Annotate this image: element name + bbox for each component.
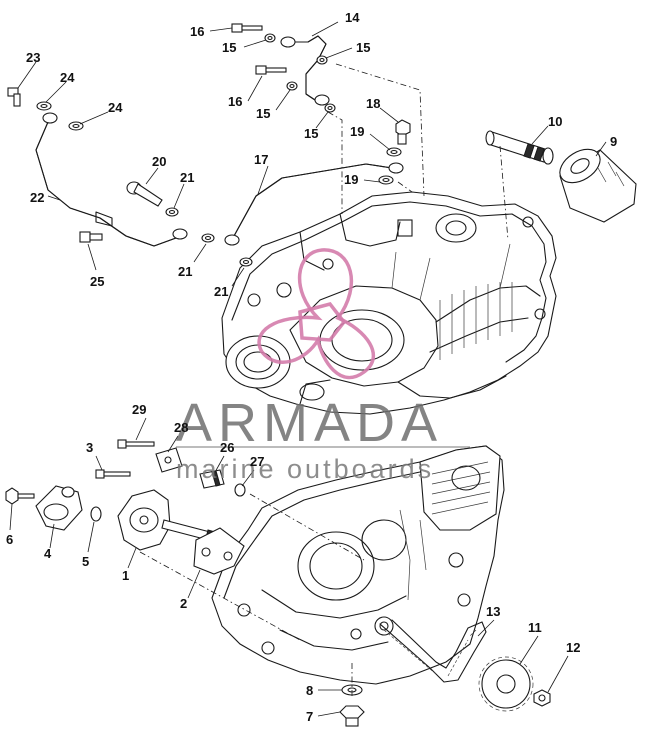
callout-21: 21 — [214, 284, 228, 299]
callout-2: 2 — [180, 596, 187, 611]
alignment-lines — [139, 63, 509, 696]
bolt-6 — [5, 487, 35, 505]
callout-24: 24 — [60, 70, 75, 85]
callout-22: 22 — [30, 190, 44, 205]
callout-17: 17 — [254, 152, 268, 167]
lower-crankcase — [211, 445, 505, 685]
callout-28: 28 — [174, 420, 188, 435]
o-ring-5 — [90, 506, 102, 522]
strainer-4 — [35, 485, 83, 531]
callout-1: 1 — [122, 568, 129, 583]
bolt-20 — [126, 181, 163, 207]
callout-21: 21 — [180, 170, 194, 185]
plug-26 — [199, 469, 225, 489]
callout-7: 7 — [306, 709, 313, 724]
callout-18: 18 — [366, 96, 380, 111]
callout-5: 5 — [82, 554, 89, 569]
watermark-logo-icon — [257, 248, 376, 380]
callout-10: 10 — [548, 114, 562, 129]
bolt-23 — [7, 87, 21, 107]
oil-filter-9 — [559, 148, 637, 223]
drive-sprocket — [478, 656, 534, 712]
callout-8: 8 — [306, 683, 313, 698]
callout-3: 3 — [86, 440, 93, 455]
callout-23: 23 — [26, 50, 40, 65]
callout-4: 4 — [44, 546, 52, 561]
drain-plug-7 — [339, 705, 365, 727]
oil-pipe-17 — [224, 162, 404, 246]
gasket-2 — [193, 527, 245, 575]
callout-6: 6 — [6, 532, 13, 547]
bolt-29 — [117, 439, 155, 449]
callout-11: 11 — [528, 620, 542, 635]
washers-24 — [36, 101, 84, 131]
callout-27: 27 — [250, 454, 264, 469]
watermark-brand: ARMADA — [176, 393, 443, 453]
bolt-3 — [95, 469, 131, 479]
bolt-18 — [395, 119, 411, 145]
cam-chain — [379, 619, 487, 683]
leader-lines — [9, 21, 607, 717]
callout-20: 20 — [152, 154, 166, 169]
oil-pipe-22 — [35, 112, 188, 247]
callout-15: 15 — [304, 126, 318, 141]
callout-14: 14 — [345, 10, 360, 25]
watermark-tagline: marine outboards — [176, 454, 434, 484]
callout-25: 25 — [90, 274, 104, 289]
callout-16: 16 — [228, 94, 242, 109]
callout-13: 13 — [486, 604, 500, 619]
washers-15 — [264, 33, 336, 113]
callout-29: 29 — [132, 402, 146, 417]
callout-19: 19 — [344, 172, 358, 187]
watermark: ARMADA marine outboards — [176, 248, 470, 484]
oil-fitting-10 — [485, 130, 554, 165]
washers-19 — [378, 147, 402, 185]
bolts-16 — [231, 23, 287, 75]
upper-crankcase — [221, 191, 557, 415]
washers-21 — [165, 207, 253, 267]
nut-12 — [533, 689, 551, 707]
callout-15: 15 — [356, 40, 370, 55]
bracket-28 — [155, 447, 183, 473]
callout-15: 15 — [222, 40, 236, 55]
callout-labels: 16 15 14 15 16 15 15 18 19 19 10 9 17 20… — [6, 10, 617, 724]
oil-pipe-14 — [280, 35, 330, 106]
callout-12: 12 — [566, 640, 580, 655]
callout-9: 9 — [610, 134, 617, 149]
callout-16: 16 — [190, 24, 204, 39]
callout-24: 24 — [108, 100, 123, 115]
callout-21: 21 — [178, 264, 192, 279]
callout-26: 26 — [220, 440, 234, 455]
callout-19: 19 — [350, 124, 364, 139]
callout-15: 15 — [256, 106, 270, 121]
o-ring-27 — [234, 483, 246, 497]
bolt-25 — [79, 231, 103, 243]
